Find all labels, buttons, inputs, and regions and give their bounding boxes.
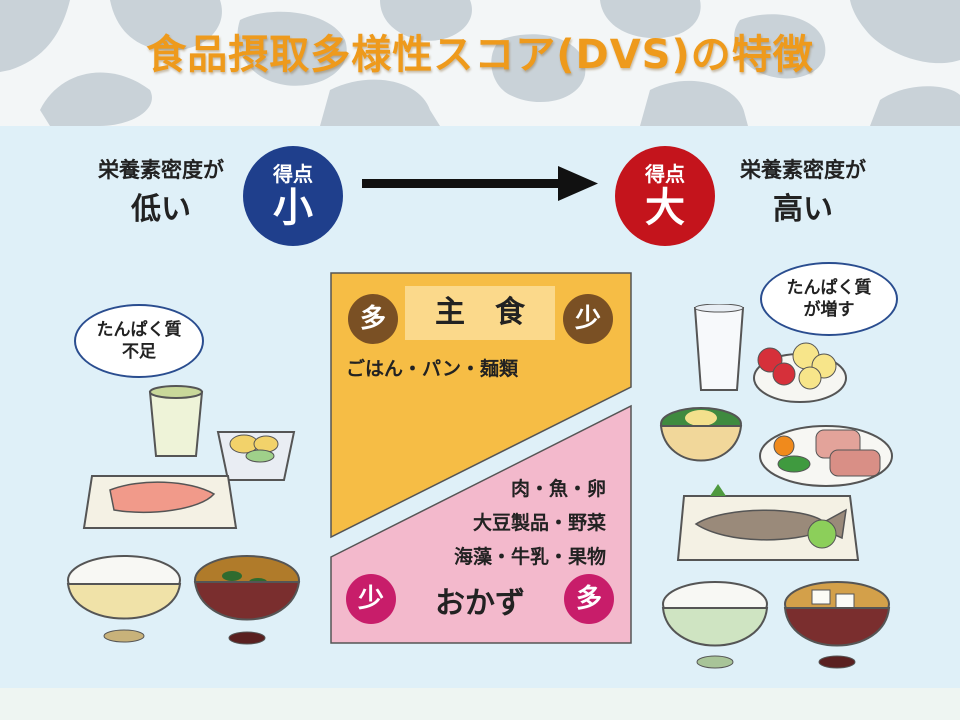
low-score-label: 得点 — [273, 162, 313, 186]
low-protein-bubble: たんぱく質 不足 — [74, 304, 204, 378]
milk-glass-icon — [693, 304, 745, 391]
low-caption-line1: 栄養素密度が — [98, 158, 224, 182]
footer-band — [0, 688, 960, 720]
low-score-circle: 得点 小 — [243, 146, 343, 246]
staple-examples: ごはん・パン・麺類 — [346, 358, 518, 380]
high-score-circle: 得点 大 — [615, 146, 715, 246]
low-score-value: 小 — [273, 185, 313, 231]
high-protein-bubble: たんぱく質 が増す — [760, 262, 898, 336]
miso-soup-icon — [193, 555, 301, 645]
direction-arrow — [362, 166, 598, 201]
side-many-badge: 多 — [564, 574, 614, 624]
side-examples-line1: 肉・魚・卵 — [510, 478, 606, 500]
tea-cup-icon — [148, 385, 204, 457]
high-caption-line1: 栄養素密度が — [740, 158, 866, 182]
staple-few-badge: 少 — [563, 294, 613, 344]
low-bubble-line2: 不足 — [122, 342, 156, 362]
tofu-soup-icon — [783, 581, 891, 669]
side-examples-line2: 大豆製品・野菜 — [472, 512, 606, 534]
fruit-plate-icon — [753, 342, 847, 403]
staple-many-badge: 多 — [348, 294, 398, 344]
rice-bowl-icon — [66, 555, 182, 643]
vegetable-bowl-icon — [659, 407, 743, 462]
high-bubble-line1: たんぱく質 — [786, 278, 872, 298]
high-score-label: 得点 — [645, 162, 685, 186]
decorative-pattern — [0, 0, 960, 126]
low-caption-line2: 低い — [131, 192, 191, 227]
high-score-value: 大 — [645, 185, 685, 231]
side-examples-line3: 海藻・牛乳・果物 — [453, 546, 606, 568]
high-bubble-line2: が増す — [803, 300, 855, 320]
low-bubble-line1: たんぱく質 — [96, 320, 182, 340]
side-few-badge: 少 — [346, 574, 396, 624]
rice-bowl-icon — [661, 581, 769, 669]
grilled-fish-plate-icon — [676, 484, 860, 561]
side-label: おかず — [435, 586, 525, 621]
staple-label: 主 食 — [405, 286, 555, 340]
salmon-plate-icon — [82, 475, 238, 529]
high-caption-line2: 高い — [773, 192, 833, 227]
diagram: 栄養素密度が 低い 得点 小 得点 大 栄養素密度が 高い 多 主 食 少 ごは… — [0, 126, 960, 720]
header-band: 食品摂取多様性スコア(DVS)の特徴 — [0, 0, 960, 126]
meat-plate-icon — [759, 425, 893, 487]
page-title: 食品摂取多様性スコア(DVS)の特徴 — [146, 32, 814, 78]
pickles-dish-icon — [216, 431, 296, 481]
